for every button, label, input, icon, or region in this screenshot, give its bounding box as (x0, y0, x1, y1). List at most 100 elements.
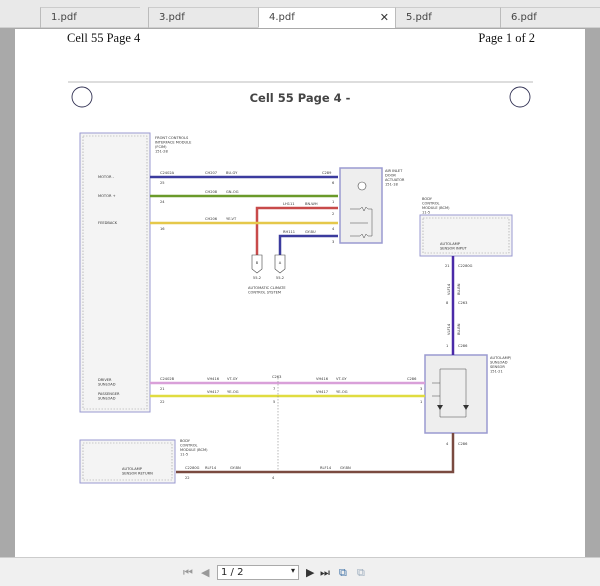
pin-feedback: FEEDBACK (98, 221, 118, 225)
svg-text:C263: C263 (458, 301, 467, 305)
svg-text:BU-BN: BU-BN (457, 323, 461, 335)
svg-text:C286: C286 (458, 344, 468, 348)
svg-text:22: 22 (160, 400, 165, 404)
fit-page-icon[interactable]: ⧉ (339, 566, 347, 579)
circle-mark-left (71, 86, 93, 108)
svg-text:21: 21 (160, 387, 165, 391)
svg-text:YE-VT: YE-VT (226, 217, 237, 221)
svg-text:VH417: VH417 (207, 390, 219, 394)
svg-text:AUTOLAMP/: AUTOLAMP/ (490, 356, 512, 360)
svg-text:BODY: BODY (422, 197, 433, 201)
svg-text:RLF14: RLF14 (320, 466, 332, 470)
conn-b-ref: 55-2 (253, 276, 261, 280)
svg-text:C286: C286 (407, 377, 417, 381)
svg-text:BU-BN: BU-BN (457, 283, 461, 295)
svg-text:VLF14: VLF14 (447, 283, 451, 295)
svg-text:VH417: VH417 (316, 390, 328, 394)
svg-text:VH416: VH416 (207, 377, 220, 381)
wire-rh111 (278, 234, 338, 255)
close-tab-icon[interactable]: ✕ (379, 11, 389, 24)
svg-text:AUTOLAMP: AUTOLAMP (440, 242, 461, 246)
svg-text:CONTROL: CONTROL (180, 444, 198, 448)
svg-text:SENSOR RETURN: SENSOR RETURN (122, 472, 153, 476)
prev-page-icon[interactable]: ◀ (201, 566, 210, 579)
svg-text:1: 1 (332, 200, 334, 204)
pdf-toolbar: ⏮ ◀ ▶ ⏭ ⧉ ⧉ (0, 557, 600, 586)
conn-a: A (279, 261, 282, 265)
svg-text:4: 4 (446, 442, 449, 446)
page-select[interactable]: 1 / 2▾ (217, 565, 299, 580)
svg-text:LH111: LH111 (283, 202, 295, 206)
svg-text:AUTOLAMP: AUTOLAMP (122, 467, 143, 471)
tab-6pdf[interactable]: 6.pdf (500, 7, 600, 28)
svg-text:C2402A: C2402A (160, 171, 175, 175)
svg-text:VT-GY: VT-GY (336, 377, 347, 381)
svg-text:4: 4 (332, 227, 335, 231)
svg-text:(FCIM): (FCIM) (155, 145, 167, 149)
svg-text:ACTUATOR: ACTUATOR (385, 178, 405, 182)
svg-text:YE-OG: YE-OG (227, 390, 239, 394)
svg-text:22: 22 (185, 476, 190, 480)
svg-text:1: 1 (446, 344, 448, 348)
svg-text:1: 1 (420, 400, 422, 404)
svg-text:MODULE (BCM): MODULE (BCM) (422, 206, 450, 210)
svg-text:3: 3 (332, 240, 334, 244)
svg-text:YE-OG: YE-OG (336, 390, 348, 394)
svg-text:151-21: 151-21 (490, 370, 503, 374)
next-page-icon[interactable]: ▶ (306, 566, 315, 579)
svg-text:MODULE (BCM): MODULE (BCM) (180, 448, 208, 452)
header-right: Page 1 of 2 (478, 31, 535, 45)
tab-5pdf[interactable]: 5.pdf (395, 7, 500, 28)
svg-text:C286: C286 (458, 442, 468, 446)
bcm-top-box (419, 214, 513, 257)
svg-text:VT-GY: VT-GY (227, 377, 238, 381)
svg-text:BU-GY: BU-GY (226, 171, 238, 175)
wire-rlf14 (176, 433, 455, 474)
svg-text:SUNLOAD: SUNLOAD (98, 397, 116, 401)
svg-text:4: 4 (272, 476, 275, 480)
svg-text:C2280G: C2280G (458, 264, 473, 268)
svg-text:FRONT CONTROLS: FRONT CONTROLS (155, 136, 189, 140)
svg-text:BN-WH: BN-WH (305, 202, 318, 206)
tab-4pdf[interactable]: 4.pdf✕ (258, 7, 395, 28)
svg-text:11-5: 11-5 (180, 453, 188, 457)
svg-text:GN-OG: GN-OG (226, 190, 239, 194)
last-page-icon[interactable]: ⏭ (320, 566, 330, 579)
svg-text:16: 16 (160, 227, 165, 231)
fit-width-icon[interactable]: ⧉ (357, 566, 365, 579)
tab-3pdf[interactable]: 3.pdf (148, 7, 258, 28)
svg-text:SENSOR: SENSOR (490, 365, 505, 369)
tab-label: 6.pdf (511, 12, 537, 23)
svg-text:3: 3 (420, 387, 422, 391)
tab-1pdf[interactable]: 1.pdf (40, 7, 140, 28)
pin-motor-minus: MOTOR - (98, 175, 115, 179)
svg-text:C263: C263 (272, 375, 281, 379)
svg-text:RH111: RH111 (283, 230, 295, 234)
fcim-module-box (79, 132, 151, 413)
svg-text:151-18: 151-18 (385, 183, 398, 187)
svg-text:21: 21 (445, 264, 450, 268)
tab-label: 1.pdf (51, 12, 77, 23)
photodiode-icon (437, 405, 469, 410)
svg-text:6: 6 (332, 181, 335, 185)
svg-text:BODY: BODY (180, 439, 191, 443)
svg-text:C2402B: C2402B (160, 377, 175, 381)
first-page-icon[interactable]: ⏮ (183, 566, 193, 579)
actuator-box (339, 167, 383, 244)
bcm-bottom-box (79, 439, 176, 484)
page-title: Cell 55 Page 4 - (250, 91, 351, 105)
sensor-box (424, 354, 488, 434)
svg-text:C289: C289 (322, 171, 332, 175)
svg-text:8: 8 (446, 301, 449, 305)
svg-text:GY-BU: GY-BU (305, 230, 316, 234)
svg-text:PASSENGER: PASSENGER (98, 392, 120, 396)
svg-text:SUNLOAD: SUNLOAD (490, 361, 508, 365)
